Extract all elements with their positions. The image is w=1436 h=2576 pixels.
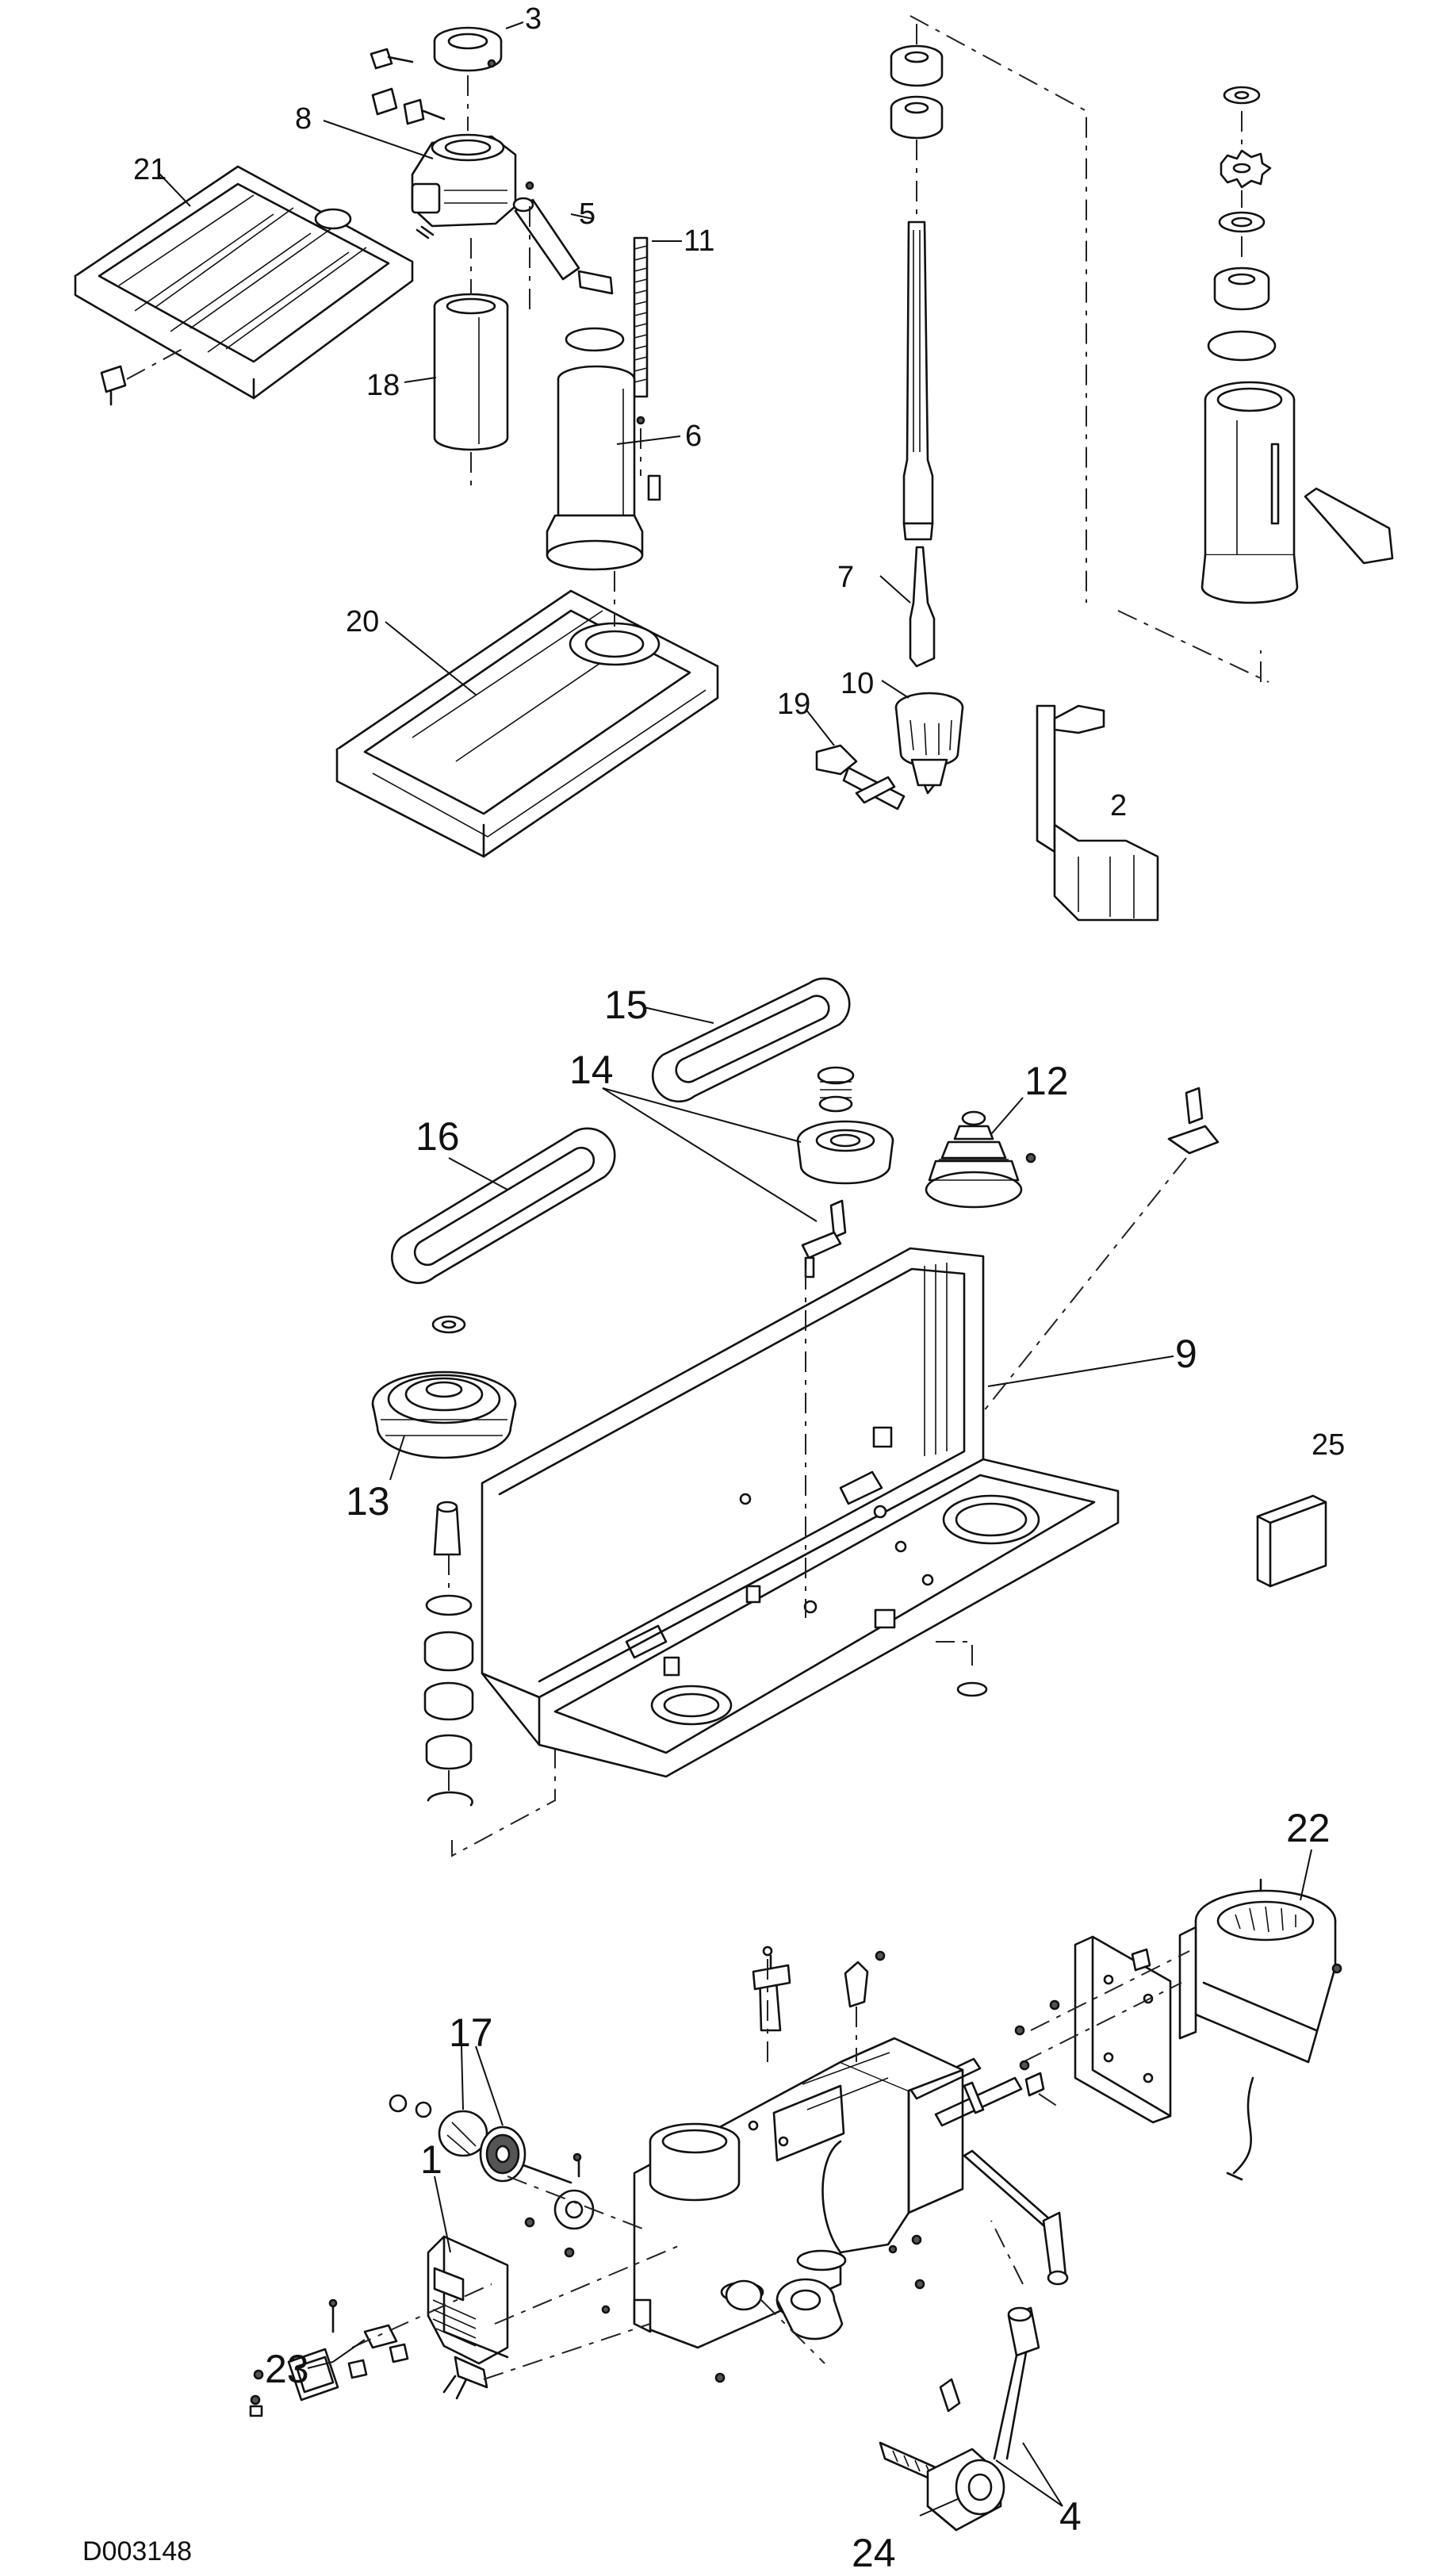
part-4-feed-handles [963, 2081, 1069, 2460]
callout-3: 3 [525, 2, 542, 36]
callout-6: 6 [685, 420, 702, 453]
housing-washer [956, 1681, 988, 1697]
callout-20: 20 [346, 605, 379, 638]
belt-tension-clip [951, 1087, 1220, 1452]
part-19-chuck-key [815, 744, 906, 811]
callout-8: 8 [295, 102, 312, 136]
callout-13: 13 [346, 1479, 390, 1524]
part-22-motor [1178, 1878, 1342, 2181]
callout-7: 7 [837, 561, 854, 594]
callout-23: 23 [265, 2347, 309, 2391]
part-17-feed-hub [389, 2094, 595, 2258]
callout-12: 12 [1024, 1059, 1069, 1103]
quill-stack [1200, 86, 1394, 604]
section-motor-assembly [249, 1849, 1342, 2532]
part-5-lock-lever [512, 181, 614, 295]
spindle-stack [890, 24, 944, 541]
part-8-table-bracket [370, 48, 517, 240]
callout-24: 24 [852, 2531, 896, 2575]
callout-15: 15 [604, 983, 649, 1027]
part-18-column-tube [433, 293, 509, 451]
part-11-rack [633, 236, 649, 425]
callout-1: 1 [420, 2137, 442, 2182]
idler-bearing [431, 1315, 466, 1334]
part-1-switch-box [427, 2235, 509, 2400]
part-24-hub [926, 2448, 1005, 2532]
callout-17: 17 [449, 2011, 493, 2055]
part-21-work-table [74, 165, 414, 406]
section-head-assembly [371, 977, 1327, 1857]
callout-labels: 3 8 21 5 11 18 6 20 7 19 10 2 15 14 12 1… [133, 2, 1345, 2575]
part-6-column [546, 327, 661, 571]
motor-mount-bracket [1074, 1935, 1172, 2124]
part-13-motor-pulley [371, 1370, 517, 1459]
part-14-center-pulley [796, 1066, 894, 1278]
callout-14: 14 [569, 1048, 614, 1092]
callout-21: 21 [133, 153, 167, 186]
callout-19: 19 [777, 688, 810, 721]
callout-4: 4 [1059, 2494, 1082, 2539]
part-7-arbor [909, 546, 936, 668]
part-23-switch-plate [249, 2298, 409, 2417]
section-upper-assembly [74, 15, 1394, 922]
document-code: D003148 [82, 2536, 192, 2566]
pulley-bearing-stack [423, 1501, 556, 1857]
part-10-chuck [894, 692, 964, 795]
callout-9: 9 [1175, 1332, 1197, 1376]
part-25-block [1256, 1494, 1327, 1588]
callout-22: 22 [1286, 1806, 1331, 1850]
drill-head-casting [633, 2037, 964, 2349]
part-3-collar [433, 26, 503, 72]
part-20-base [335, 589, 719, 858]
callout-11: 11 [684, 224, 714, 258]
callout-18: 18 [366, 369, 400, 402]
callout-2: 2 [1110, 789, 1127, 822]
part-12-spindle-pulley [925, 1110, 1036, 1209]
part-2-chuck-guard [1036, 704, 1159, 922]
part-16-belt [391, 1127, 616, 1284]
part-15-belt [651, 977, 851, 1103]
callout-25: 25 [1312, 1428, 1345, 1462]
pinion-shaft [725, 2278, 980, 2492]
callout-16: 16 [415, 1114, 460, 1159]
head-top-fittings [752, 1945, 886, 2062]
part-9-pulley-housing [481, 1247, 1120, 1778]
callout-10: 10 [841, 667, 874, 700]
callout-5: 5 [579, 197, 595, 231]
